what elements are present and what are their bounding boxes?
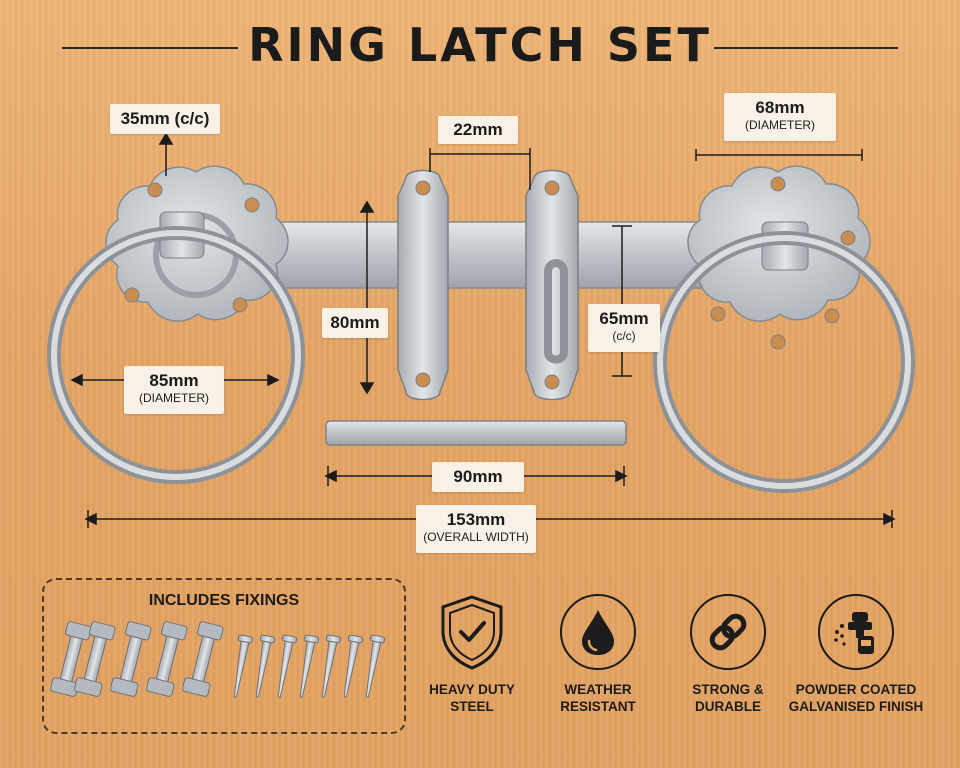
dim-latch-width: 22mm bbox=[438, 116, 518, 144]
dim-ring-left: 85mm (DIAMETER) bbox=[124, 366, 224, 414]
bolt-set bbox=[50, 621, 224, 697]
fixings-panel bbox=[42, 578, 406, 734]
title-rule-left bbox=[62, 47, 238, 49]
chain-link-icon bbox=[709, 613, 747, 651]
latch-bar bbox=[271, 221, 733, 289]
left-rose bbox=[105, 165, 289, 322]
page-title: RING LATCH SET bbox=[248, 18, 712, 72]
left-keep bbox=[397, 169, 449, 401]
dim-bolt-height: 80mm bbox=[322, 308, 388, 338]
spray-gun-icon bbox=[834, 612, 874, 654]
dim-overall-width: 153mm (OVERALL WIDTH) bbox=[416, 505, 536, 553]
pin bbox=[325, 420, 627, 446]
screw-set bbox=[233, 634, 386, 698]
feature-label: STRONG &DURABLE bbox=[692, 682, 764, 714]
title-rule-right bbox=[714, 47, 898, 49]
dim-rose-cc: 35mm (c/c) bbox=[110, 104, 220, 134]
water-drop-icon bbox=[582, 610, 614, 655]
right-keep bbox=[525, 169, 579, 401]
dim-keep-cc: 65mm (c/c) bbox=[588, 304, 660, 352]
feature-strong-durable: STRONG &DURABLE bbox=[658, 594, 798, 716]
dim-pin-length: 90mm bbox=[432, 462, 524, 492]
fixings-title: INCLUDES FIXINGS bbox=[148, 592, 300, 609]
shield-check-icon bbox=[441, 595, 503, 670]
dim-ring-right: 68mm (DIAMETER) bbox=[724, 93, 836, 141]
